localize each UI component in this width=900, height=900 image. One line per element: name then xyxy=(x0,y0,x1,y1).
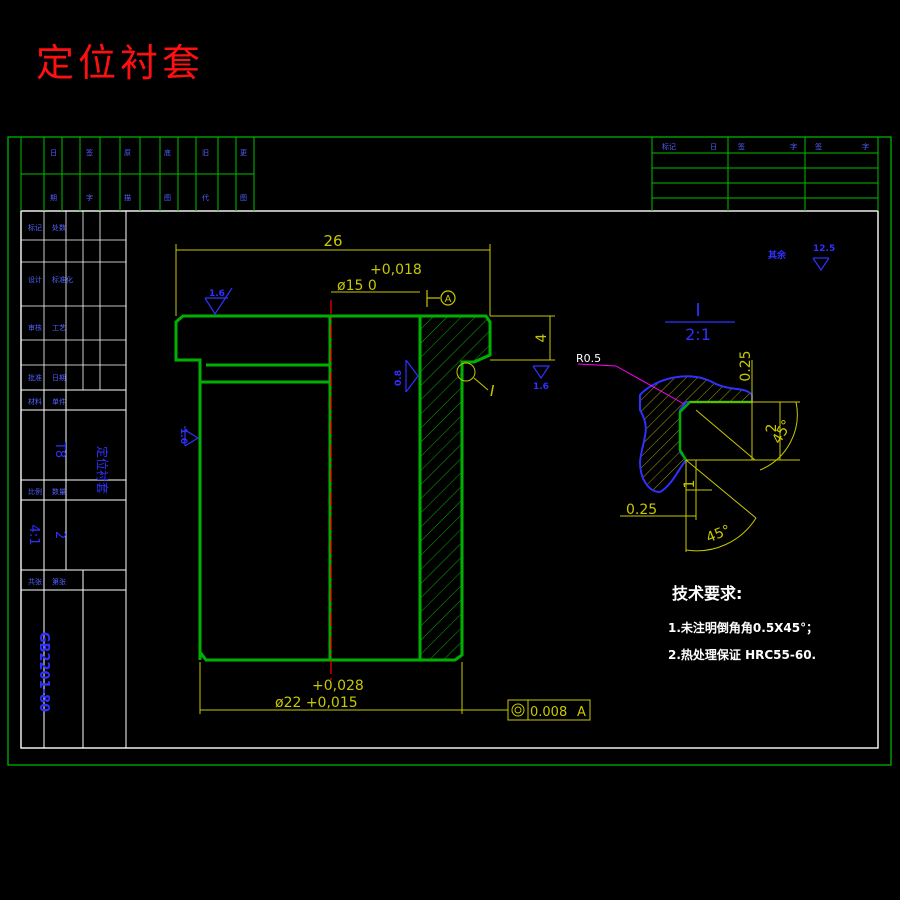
detail-outline xyxy=(678,400,752,461)
svg-text:期: 期 xyxy=(50,194,57,202)
svg-text:旧: 旧 xyxy=(202,149,209,157)
svg-text:签: 签 xyxy=(815,142,822,151)
flange-thickness-text: 4 xyxy=(534,333,550,342)
svg-text:字: 字 xyxy=(86,193,93,202)
requirement-item-2: 2.热处理保证 HRC55-60. xyxy=(668,647,816,662)
roughness-symbol-left xyxy=(184,426,200,447)
svg-text:字: 字 xyxy=(862,142,869,151)
top-left-grid xyxy=(20,137,255,211)
detail-dim-025-bottom: 0.25 xyxy=(626,502,657,518)
left-title-marks: 标记 处数 设计 标准化 审核 工艺 批准 日期 材料 单件 比例 数量 共张 第张 xyxy=(28,223,73,586)
radius-text: R0.5 xyxy=(576,352,601,365)
requirements-heading: 技术要求: xyxy=(672,584,742,603)
roughness-bore-value: 0.8 xyxy=(394,370,404,386)
detail-dim-2: 2 xyxy=(764,424,780,433)
detail-dim-45-right: 45° xyxy=(769,417,795,447)
roughness-symbol-flange xyxy=(532,365,551,380)
requirement-item-1: 1.未注明倒角角0.5X45°； xyxy=(668,620,818,635)
bore-tolerance-upper: +0,018 xyxy=(370,262,422,278)
svg-text:图: 图 xyxy=(164,194,171,202)
detail-section-shape xyxy=(638,375,753,494)
detail-view-label: I xyxy=(695,300,700,321)
drawing-number: GB2201-80 xyxy=(36,632,51,712)
roughness-flange-value: 1.6 xyxy=(533,382,549,392)
roughness-left-value: 1.6 xyxy=(178,428,188,444)
svg-text:签: 签 xyxy=(738,142,745,151)
svg-text:日: 日 xyxy=(710,143,717,151)
svg-text:字: 字 xyxy=(790,142,797,151)
dim-overall-length xyxy=(175,244,491,316)
svg-text:日期: 日期 xyxy=(52,374,66,382)
svg-text:材料: 材料 xyxy=(28,397,42,406)
detail-dim-1: 1 xyxy=(682,480,698,489)
svg-text:图: 图 xyxy=(240,194,247,202)
svg-text:原: 原 xyxy=(124,149,131,157)
overall-length-text: 26 xyxy=(323,232,342,250)
dim-outer-diameter xyxy=(199,662,508,714)
svg-text:数量: 数量 xyxy=(52,487,66,496)
detail-dim-025-top: 0.25 xyxy=(738,350,754,381)
runout-datum: A xyxy=(577,705,586,720)
svg-text:单件: 单件 xyxy=(52,397,66,406)
svg-text:标准化: 标准化 xyxy=(52,275,73,284)
svg-text:设计: 设计 xyxy=(28,275,42,284)
outer-diameter-text: ø22 +0,015 xyxy=(275,695,358,711)
detail-callout-circle xyxy=(456,362,489,391)
bore-diameter-text: ø15 0 xyxy=(337,278,377,294)
svg-text:代: 代 xyxy=(202,193,209,202)
radius-leader xyxy=(577,363,617,367)
top-left-grid-marks: 日期 签字 原描 底图 旧代 更图 xyxy=(50,148,247,202)
outer-tolerance-upper: +0,028 xyxy=(312,678,364,694)
svg-text:描: 描 xyxy=(124,193,131,202)
datum-label: A xyxy=(445,294,452,305)
svg-text:底: 底 xyxy=(164,148,171,157)
part-name-value: 定位衬套 xyxy=(95,446,110,494)
quantity-value: 2 xyxy=(52,531,67,539)
roughness-top-value: 1.6 xyxy=(209,289,225,299)
drawing-title: 定位衬套 xyxy=(36,41,204,85)
svg-text:第张: 第张 xyxy=(52,577,66,586)
roughness-symbol-bore xyxy=(405,359,419,393)
svg-text:更: 更 xyxy=(240,149,247,157)
svg-text:比例: 比例 xyxy=(28,487,42,496)
top-right-grid xyxy=(651,137,879,211)
svg-text:签: 签 xyxy=(86,148,93,157)
section-hatch xyxy=(419,315,491,661)
scale-value: 4:1 xyxy=(26,525,41,546)
dim-flange-thickness xyxy=(490,315,555,361)
svg-text:共张: 共张 xyxy=(28,577,42,586)
detail-dimensions xyxy=(620,360,800,552)
radius-leader-diag xyxy=(615,365,685,405)
datum-marker xyxy=(426,290,456,307)
top-right-grid-marks: 标记 日 签 字 签 字 xyxy=(662,142,869,151)
runout-frame xyxy=(507,699,591,721)
outer-frame xyxy=(7,136,892,766)
svg-text:处数: 处数 xyxy=(52,223,66,232)
material-value: T8 xyxy=(52,441,67,458)
svg-text:标记: 标记 xyxy=(28,223,42,232)
roughness-other-label: 其余 xyxy=(768,249,787,261)
left-title-grid xyxy=(21,211,126,390)
runout-value: 0.008 xyxy=(530,705,567,720)
svg-text:审核: 审核 xyxy=(28,323,42,332)
roughness-symbol-other xyxy=(812,257,830,272)
detail-view-scale: 2:1 xyxy=(685,325,711,344)
detail-callout-label: I xyxy=(490,382,495,400)
roughness-symbol-top xyxy=(204,287,233,316)
roughness-other-value: 12.5 xyxy=(813,244,835,254)
svg-text:日: 日 xyxy=(50,149,57,157)
svg-text:工艺: 工艺 xyxy=(52,324,66,332)
svg-text:标记: 标记 xyxy=(662,142,676,151)
left-title-strip xyxy=(21,211,127,748)
svg-text:批准: 批准 xyxy=(28,373,42,382)
